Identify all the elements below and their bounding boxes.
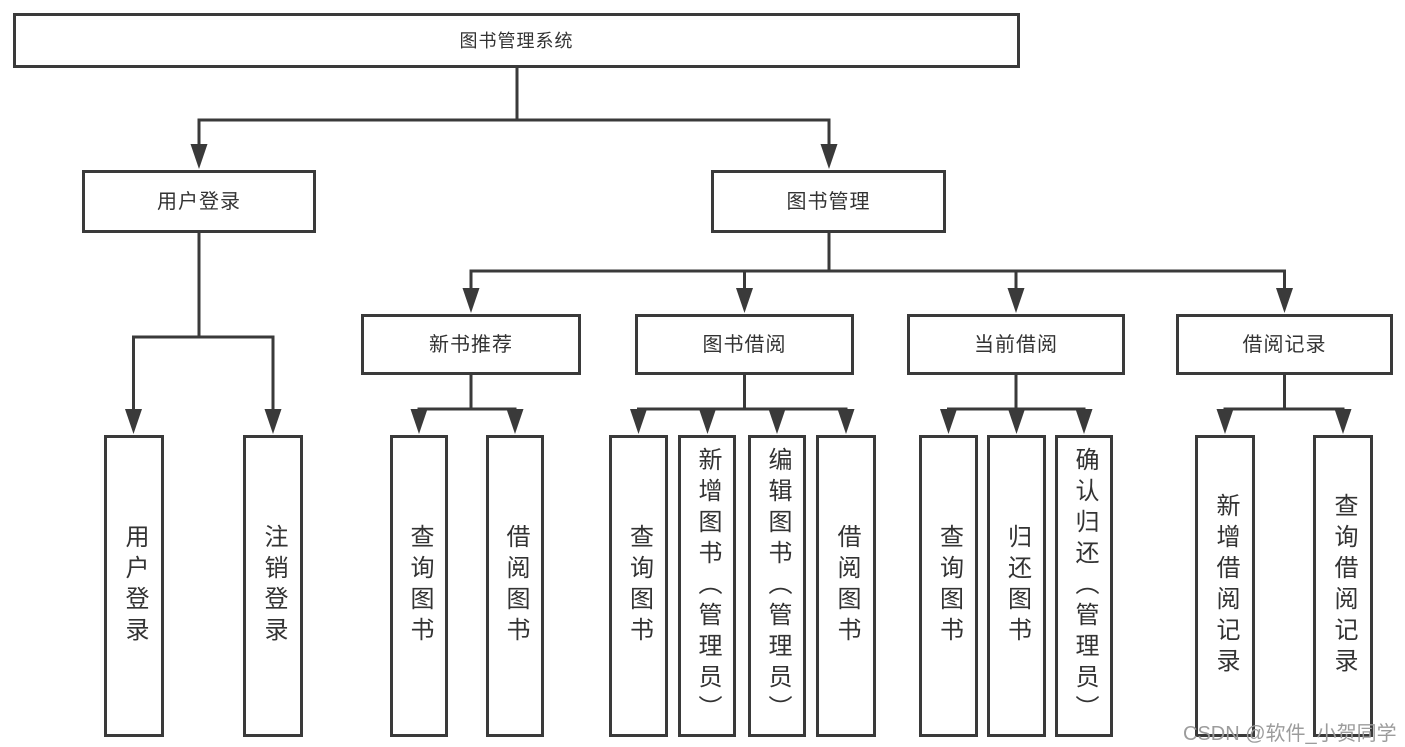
leaf-add-books-admin: 新增图书（管理员） — [678, 435, 736, 737]
node-label: 用户登录 — [157, 190, 241, 213]
node-label: 查询图书 — [935, 524, 963, 648]
node-label: 归还图书 — [1003, 524, 1031, 648]
node-label: 借阅记录 — [1242, 333, 1327, 356]
node-borrowing-records: 借阅记录 — [1176, 314, 1393, 375]
node-label: 图书管理 — [786, 190, 871, 213]
node-current-borrowing: 当前借阅 — [907, 314, 1125, 375]
leaf-query-borrow-record: 查询借阅记录 — [1313, 435, 1373, 737]
node-label: 新书推荐 — [429, 333, 513, 356]
node-book-management: 图书管理 — [711, 170, 946, 233]
leaf-add-borrow-record: 新增借阅记录 — [1195, 435, 1255, 737]
leaf-borrow-books: 借阅图书 — [816, 435, 876, 737]
leaf-return-books: 归还图书 — [987, 435, 1046, 737]
leaf-edit-books-admin: 编辑图书（管理员） — [748, 435, 806, 737]
node-new-book-recommendation: 新书推荐 — [361, 314, 581, 375]
leaf-confirm-return-admin: 确认归还（管理员） — [1055, 435, 1113, 737]
node-label: 新增图书（管理员） — [694, 446, 721, 726]
leaf-logout: 注销登录 — [243, 435, 303, 737]
node-user-login: 用户登录 — [82, 170, 316, 233]
node-label: 借阅图书 — [502, 524, 529, 648]
node-label: 查询借阅记录 — [1330, 493, 1357, 679]
node-label: 借阅图书 — [833, 524, 860, 648]
node-label: 查询图书 — [625, 524, 653, 648]
node-label: 编辑图书（管理员） — [764, 446, 791, 726]
leaf-borrow-books-recommend: 借阅图书 — [486, 435, 544, 737]
leaf-query-books-borrowing: 查询图书 — [609, 435, 668, 737]
leaf-user-login: 用户登录 — [104, 435, 164, 737]
node-book-borrowing: 图书借阅 — [635, 314, 854, 375]
node-label: 查询图书 — [406, 524, 433, 648]
node-label: 图书借阅 — [702, 333, 787, 356]
leaf-query-books-recommend: 查询图书 — [390, 435, 448, 737]
node-label: 图书管理系统 — [459, 30, 574, 51]
node-library-management-system: 图书管理系统 — [13, 13, 1020, 68]
node-label: 注销登录 — [260, 524, 287, 648]
watermark: CSDN @软件_小贺同学 — [1183, 723, 1397, 745]
leaf-query-books-current: 查询图书 — [919, 435, 978, 737]
node-label: 确认归还（管理员） — [1071, 446, 1098, 726]
node-label: 新增借阅记录 — [1212, 493, 1239, 679]
node-label: 用户登录 — [121, 524, 148, 648]
node-label: 当前借阅 — [974, 333, 1058, 356]
